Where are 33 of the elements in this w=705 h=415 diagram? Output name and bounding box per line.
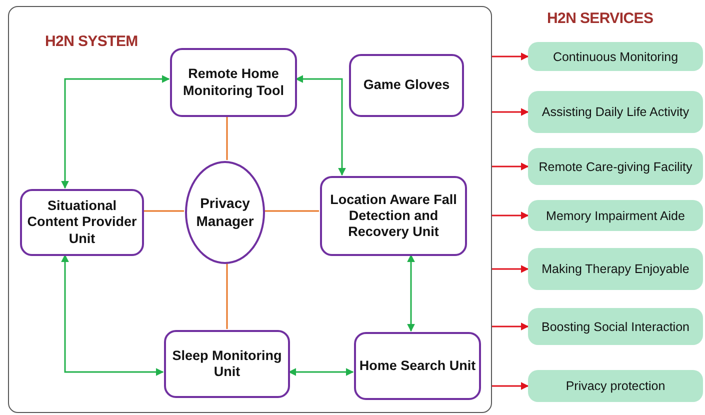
process-box: Location Aware Fall Detection and Recovery Unit (320, 176, 467, 256)
arrow (295, 75, 346, 176)
arrow (61, 254, 164, 376)
service-box: Boosting Social Interaction (528, 308, 703, 345)
process-box: Sleep Monitoring Unit (164, 330, 290, 398)
panel-heading: H2N SYSTEM (45, 33, 138, 50)
arrow (492, 265, 529, 273)
service-box: Privacy protection (528, 370, 703, 402)
arrow (288, 368, 354, 376)
process-box: Situational Content Provider Unit (20, 189, 144, 256)
arrow (407, 254, 415, 332)
arrow (492, 108, 529, 116)
arrow (492, 382, 529, 390)
service-box: Making Therapy Enjoyable (528, 248, 703, 290)
arrow (61, 75, 170, 189)
section-heading: H2N SERVICES (547, 10, 654, 27)
system-panel (8, 6, 492, 413)
connector-line (226, 116, 228, 160)
arrow (492, 162, 529, 170)
service-box: Remote Care-giving Facility (528, 148, 703, 185)
connector-line (226, 263, 228, 329)
arrow (492, 212, 529, 220)
connector-line (264, 210, 319, 212)
process-box: Home Search Unit (354, 332, 481, 400)
service-box: Assisting Daily Life Activity (528, 91, 703, 133)
process-ellipse: Privacy Manager (185, 161, 265, 264)
service-box: Memory Impairment Aide (528, 200, 703, 231)
connector-line (143, 210, 184, 212)
arrow (492, 52, 529, 60)
process-box: Remote Home Monitoring Tool (170, 48, 297, 117)
service-box: Continuous Monitoring (528, 42, 703, 71)
process-box: Game Gloves (349, 54, 464, 117)
arrow (492, 322, 529, 330)
